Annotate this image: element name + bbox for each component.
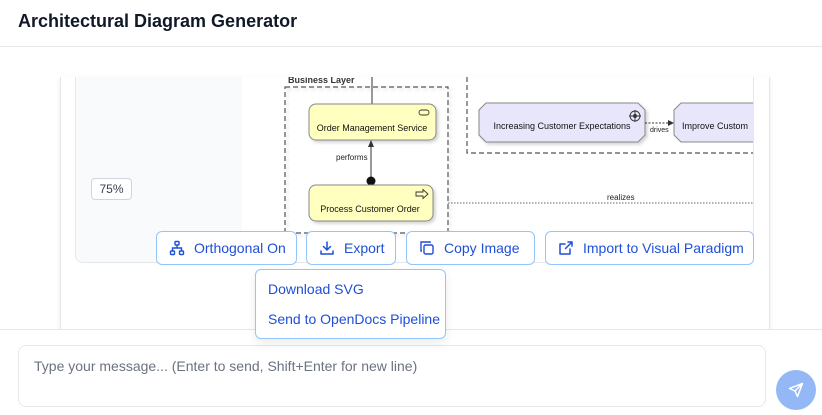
menu-item-send-opendocs[interactable]: Send to OpenDocs Pipeline [268, 311, 440, 327]
app-header: Architectural Diagram Generator [0, 0, 822, 47]
node-driver-label: Increasing Customer Expectations [493, 121, 631, 131]
copy-label: Copy Image [444, 240, 519, 256]
chat-bar [0, 329, 822, 415]
edge-drives-arrowhead [668, 120, 674, 126]
edge-drives-label: drives [650, 127, 669, 134]
export-dropdown-menu: Download SVG Send to OpenDocs Pipeline [255, 269, 446, 339]
node-process-label: Process Customer Order [320, 204, 420, 214]
node-process-customer-order[interactable] [309, 185, 433, 221]
export-label: Export [344, 240, 384, 256]
send-button[interactable] [776, 370, 816, 410]
edge-performs-origin [367, 177, 376, 186]
business-layer-label: Business Layer [288, 77, 355, 85]
edge-realizes-label: realizes [607, 193, 635, 202]
node-goal-label: Improve Custom [682, 121, 748, 131]
copy-image-button[interactable]: Copy Image [406, 231, 535, 265]
node-order-management-service[interactable] [309, 104, 436, 140]
download-icon [319, 240, 335, 256]
import-label: Import to Visual Paradigm [583, 240, 744, 256]
send-icon [788, 382, 804, 398]
menu-item-download-svg[interactable]: Download SVG [268, 281, 364, 297]
edge-performs-arrowhead [368, 140, 374, 147]
node-service-label: Order Management Service [317, 123, 428, 133]
orthogonal-toggle-button[interactable]: Orthogonal On [156, 231, 297, 265]
orthogonal-label: Orthogonal On [194, 240, 286, 256]
zoom-level-indicator[interactable]: 75% [91, 178, 132, 200]
edge-performs-label: performs [336, 153, 368, 162]
external-link-icon [558, 240, 574, 256]
export-button[interactable]: Export [306, 231, 396, 265]
message-input[interactable] [18, 345, 766, 407]
sitemap-icon [169, 240, 185, 256]
import-visual-paradigm-button[interactable]: Import to Visual Paradigm [545, 231, 754, 265]
app-title: Architectural Diagram Generator [18, 11, 297, 32]
copy-icon [419, 240, 435, 256]
